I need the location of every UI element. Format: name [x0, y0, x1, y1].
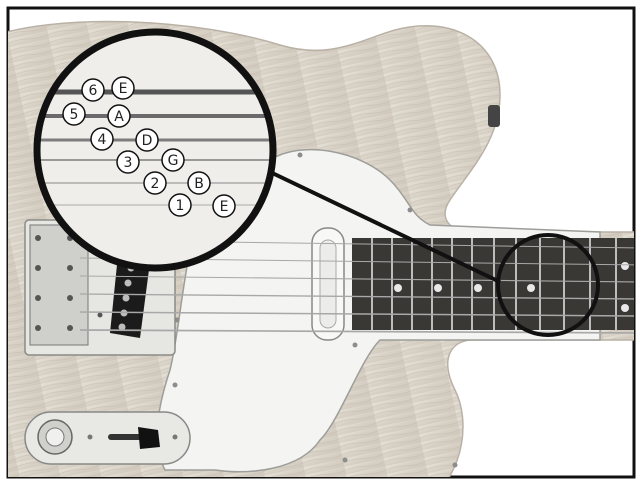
string-1-note: E: [220, 199, 229, 215]
strap-button: [488, 105, 500, 127]
string-6-note: E: [119, 81, 128, 97]
string-3-number: 3: [124, 155, 133, 171]
string-4-note: D: [142, 133, 153, 149]
string-2-note: B: [194, 176, 204, 192]
string-4-number: 4: [98, 132, 107, 148]
string-5-note: A: [114, 109, 124, 125]
string-3-note: G: [168, 153, 179, 169]
string-6-number: 6: [89, 83, 98, 99]
selector-switch-tip: [138, 427, 160, 449]
string-5-number: 5: [70, 107, 79, 123]
string-1-number: 1: [176, 198, 185, 214]
string-2-number: 2: [151, 176, 160, 192]
